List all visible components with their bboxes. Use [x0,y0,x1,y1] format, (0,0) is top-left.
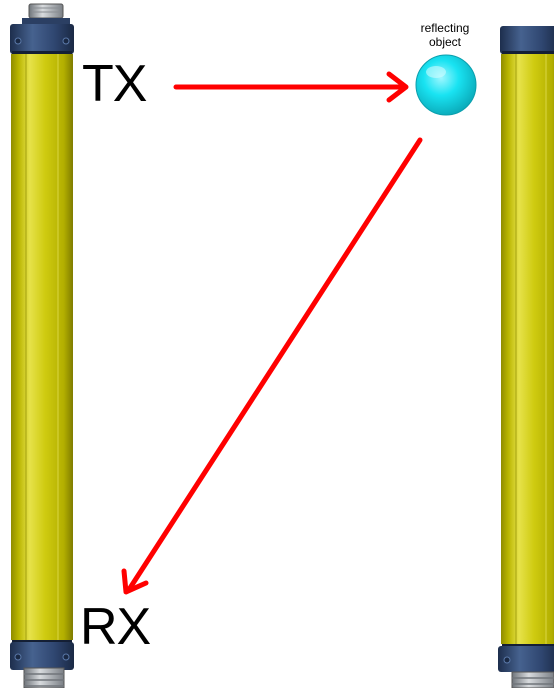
top-cap [10,24,74,54]
bottom-cap [10,640,74,670]
top-connector-icon [22,3,70,26]
left-bar-body [11,54,73,640]
emitted-beam-arrow [173,71,409,103]
object-label-line-2: object [428,35,462,49]
reflecting-object-icon [415,54,477,116]
reflected-beam-arrow [121,137,423,595]
right-light-curtain [498,26,554,689]
reflecting-object-label: reflecting object [395,21,495,49]
bottom-connector-icon [23,667,65,689]
left-light-curtain [10,3,74,689]
object-label-line-1: reflecting [420,21,470,35]
tx-label: TX [82,55,147,113]
right-bar-body [501,54,554,644]
rx-label: RX [80,598,151,656]
